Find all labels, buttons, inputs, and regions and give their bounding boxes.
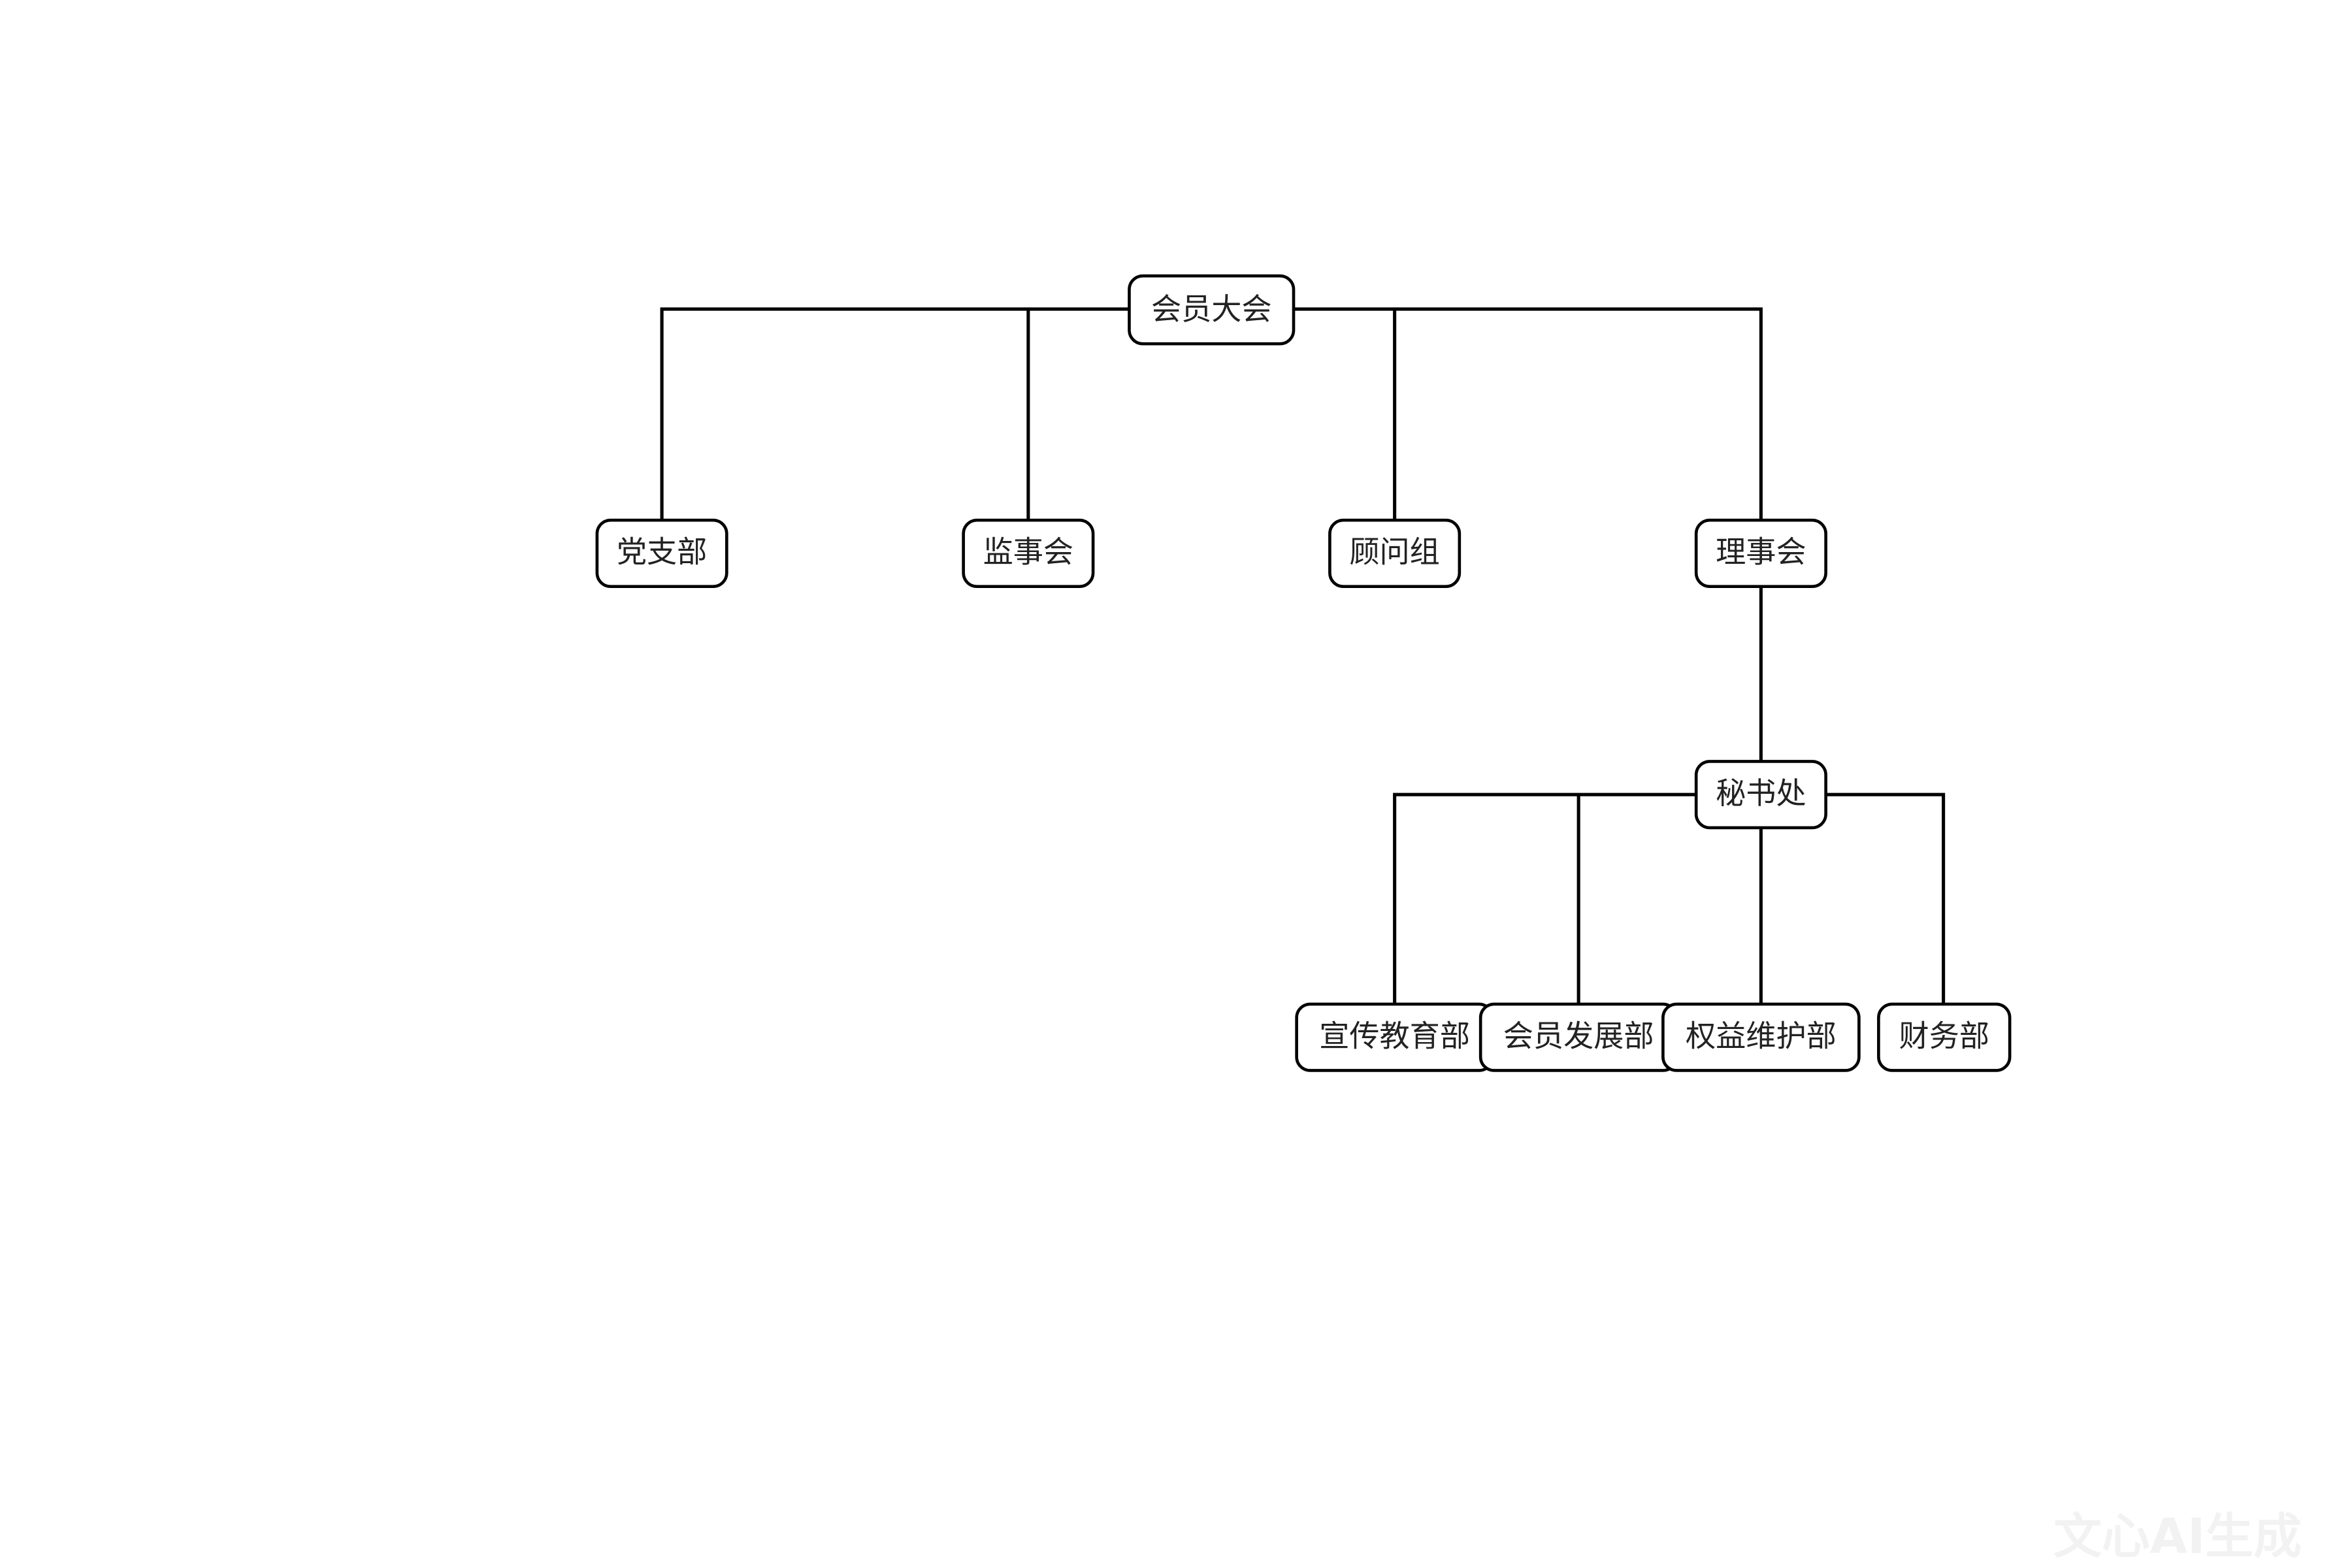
- node-label: 会员发展部: [1503, 1018, 1654, 1053]
- node-root: 会员大会: [1128, 274, 1296, 346]
- node-label: 秘书处: [1716, 776, 1806, 811]
- connectors: [660, 307, 1946, 1004]
- node-supervisory-board: 监事会: [962, 518, 1095, 588]
- node-member-development: 会员发展部: [1478, 1002, 1678, 1072]
- node-publicity-education: 宣传教育部: [1295, 1002, 1494, 1072]
- node-label: 党支部: [617, 534, 707, 570]
- node-label: 宣传教育部: [1319, 1018, 1470, 1053]
- node-label: 理事会: [1716, 534, 1806, 570]
- node-advisory-group: 顾问组: [1328, 518, 1462, 588]
- connector-secretariat-departments: [1393, 792, 1946, 1004]
- node-rights-protection: 权益维护部: [1661, 1002, 1861, 1072]
- node-party-branch: 党支部: [595, 518, 728, 588]
- node-council: 理事会: [1694, 518, 1827, 588]
- node-label: 会员大会: [1151, 291, 1272, 327]
- node-label: 财务部: [1899, 1018, 1989, 1053]
- node-finance: 财务部: [1877, 1002, 2012, 1072]
- node-label: 监事会: [983, 534, 1073, 570]
- node-secretariat: 秘书处: [1694, 760, 1827, 830]
- node-label: 权益维护部: [1686, 1018, 1837, 1053]
- node-label: 顾问组: [1349, 534, 1439, 570]
- watermark: 文心AI生成: [2053, 1509, 2302, 1565]
